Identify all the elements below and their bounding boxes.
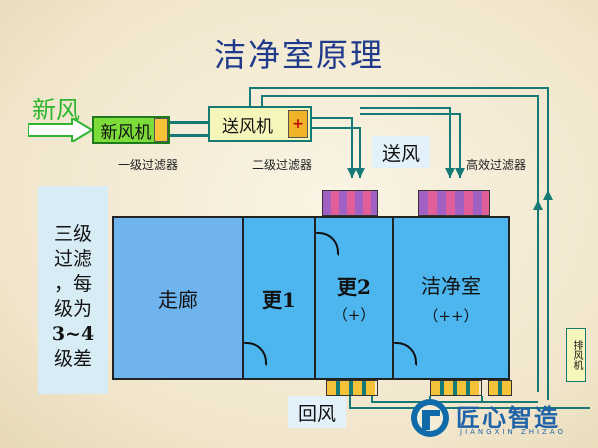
- arrow-up-icon: [543, 190, 553, 200]
- exhaust-fan-label: 排风机: [571, 340, 582, 370]
- arrow-down-icon: [355, 168, 365, 178]
- note-line: 级为: [53, 298, 92, 320]
- return-air-text: 回风: [297, 402, 336, 425]
- supply-pipe-a: [312, 117, 353, 178]
- fresh-unit-outlet: [154, 118, 168, 142]
- secondary-filter-label: 二级过滤器: [252, 158, 313, 172]
- change1-label: 更1: [262, 287, 296, 312]
- cleanroom-label: 洁净室: [421, 274, 481, 298]
- brand-logo: 匠心智造 JIANGXIN ZHIZAO: [408, 396, 594, 444]
- supply-pipe-d: [360, 113, 461, 178]
- note-line: 过滤: [53, 248, 92, 270]
- primary-filter-label: 一级过滤器: [118, 158, 179, 172]
- hepa-filter-change2: [322, 190, 378, 216]
- arrow-down-icon: [347, 168, 357, 178]
- supply-air-text: 送风: [381, 142, 420, 165]
- return-filter-cleanroom-b: [488, 380, 512, 396]
- return-filter-cleanroom-a: [430, 380, 482, 396]
- note-line: 3~4: [51, 323, 95, 345]
- supply-fan-label: 送风机: [222, 116, 273, 137]
- corridor-room: 走廊: [112, 216, 244, 380]
- hepa-filter-cleanroom: [418, 190, 490, 216]
- corridor-label: 走廊: [158, 287, 198, 312]
- logo-name: 匠心智造: [456, 404, 560, 432]
- supply-pipe-c: [360, 107, 451, 178]
- note-line: 级差: [53, 348, 92, 370]
- return-air-label: 回风: [288, 396, 346, 428]
- note-panel: [38, 186, 108, 394]
- note-line: ，每: [53, 273, 92, 295]
- supply-fan-motor: +: [288, 110, 308, 138]
- arrow-up-icon: [533, 200, 543, 210]
- supply-pipe-b: [312, 127, 361, 178]
- arrow-down-icon: [445, 168, 455, 178]
- fresh-air-unit-label: 新风机: [100, 122, 152, 143]
- note-text: 三级 过滤 ，每 级为 3~4 级差: [38, 222, 108, 372]
- cleanroom-pressure: （++）: [423, 307, 479, 325]
- change2-label: 更2: [337, 275, 371, 299]
- duct-connector: [170, 121, 208, 137]
- arrow-down-icon: [455, 168, 465, 178]
- plus-sign: +: [292, 116, 304, 132]
- return-filter-change2: [326, 380, 378, 396]
- hepa-filter-label: 高效过滤器: [466, 158, 527, 172]
- exhaust-fan: 排风机: [566, 328, 586, 382]
- change2-pressure: （+）: [332, 306, 376, 324]
- fresh-air-arrow-icon: [28, 118, 94, 142]
- page-title: 洁净室原理: [213, 36, 384, 74]
- note-line: 三级: [53, 223, 92, 245]
- supply-air-label: 送风: [372, 136, 430, 168]
- logo-pinyin: JIANGXIN ZHIZAO: [460, 428, 566, 436]
- return-pipe-bottom-a: [349, 396, 590, 409]
- return-outer-pipe: [249, 87, 549, 400]
- return-inner-pipe: [261, 95, 539, 392]
- logo-mark-icon: [411, 399, 449, 437]
